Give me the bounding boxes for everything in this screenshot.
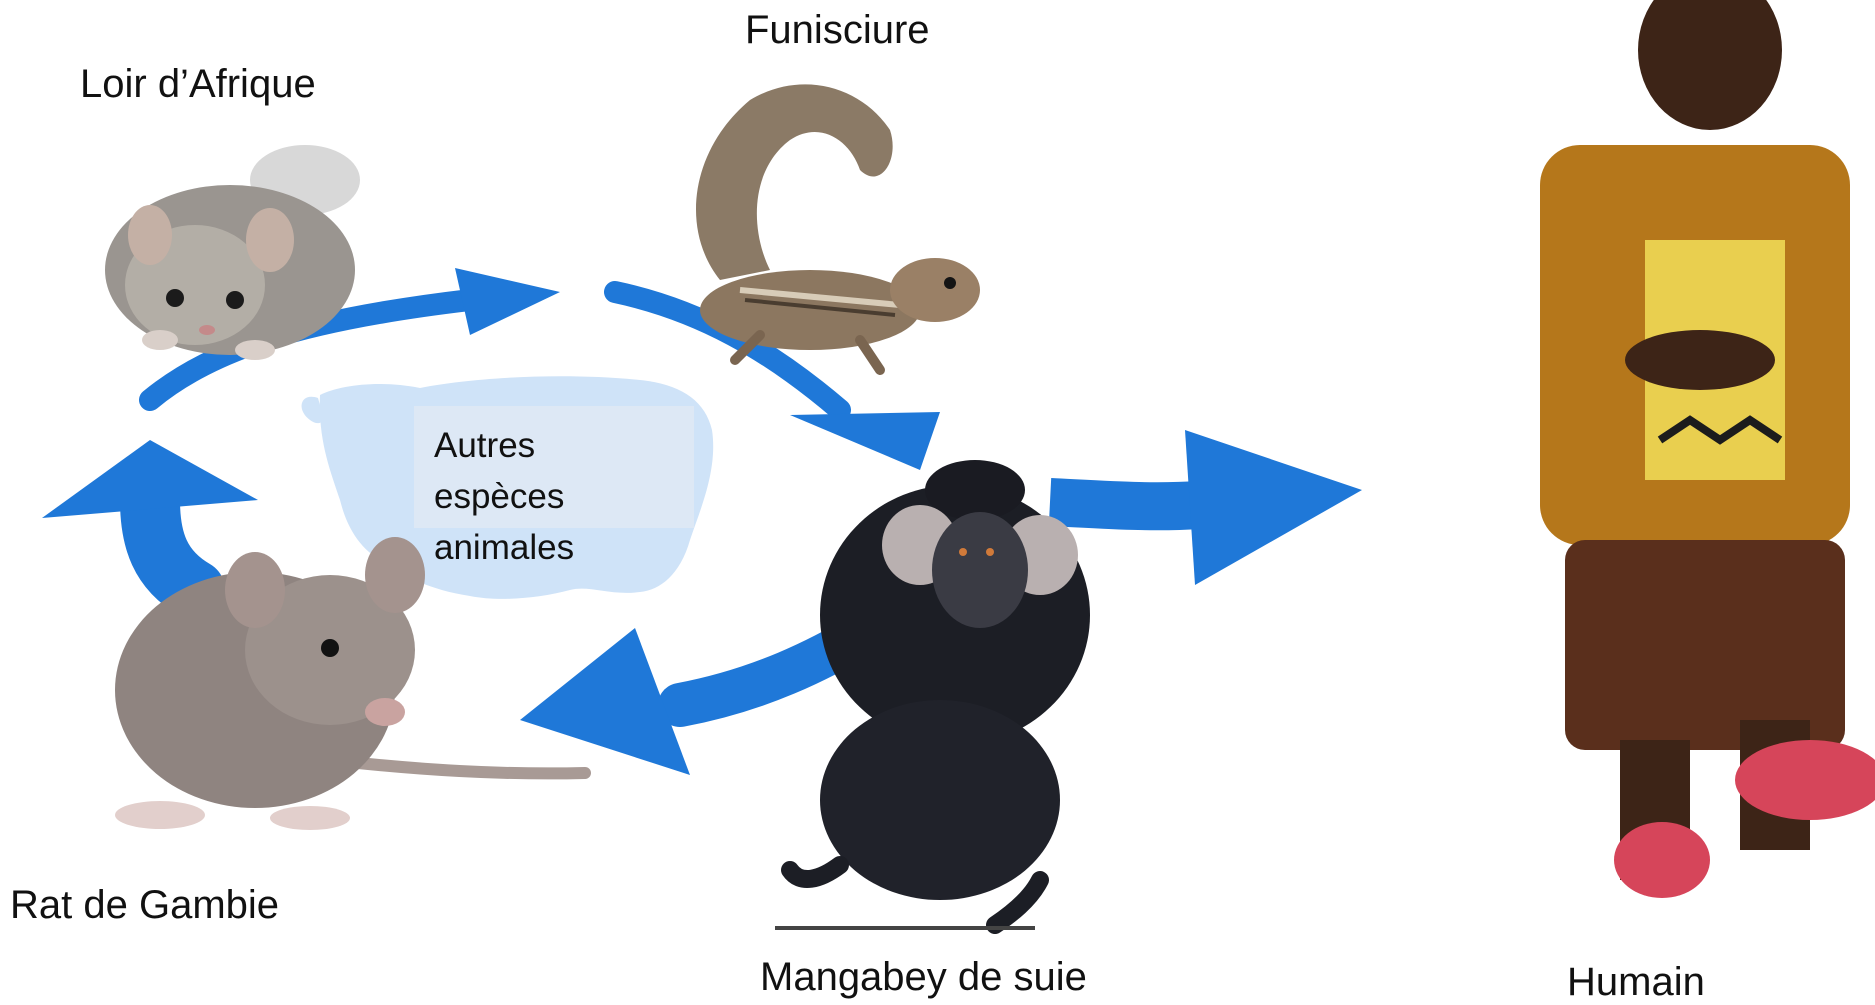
sooty-mangabey-image — [790, 460, 1090, 925]
label-mangabey-de-suie: Mangabey de suie — [760, 955, 1087, 1000]
cropped-text-fragment — [775, 926, 1035, 930]
human-child-image — [1540, 0, 1875, 898]
other-species-line3: animales — [434, 522, 694, 573]
arrow-rat-to-loir — [42, 440, 258, 590]
label-humain: Humain — [1567, 960, 1705, 1005]
label-rat-de-gambie: Rat de Gambie — [10, 883, 279, 928]
arrow-to-human — [1050, 430, 1362, 585]
other-species-box: Autres espèces animales — [414, 406, 694, 528]
label-funisciure: Funisciure — [745, 8, 930, 53]
other-species-line1: Autres — [434, 420, 694, 471]
arrow-mangabey-to-rat — [520, 628, 870, 775]
other-species-line2: espèces — [434, 471, 694, 522]
label-loir-dafrique: Loir d’Afrique — [80, 62, 316, 107]
funisciure-squirrel-image — [696, 84, 980, 370]
